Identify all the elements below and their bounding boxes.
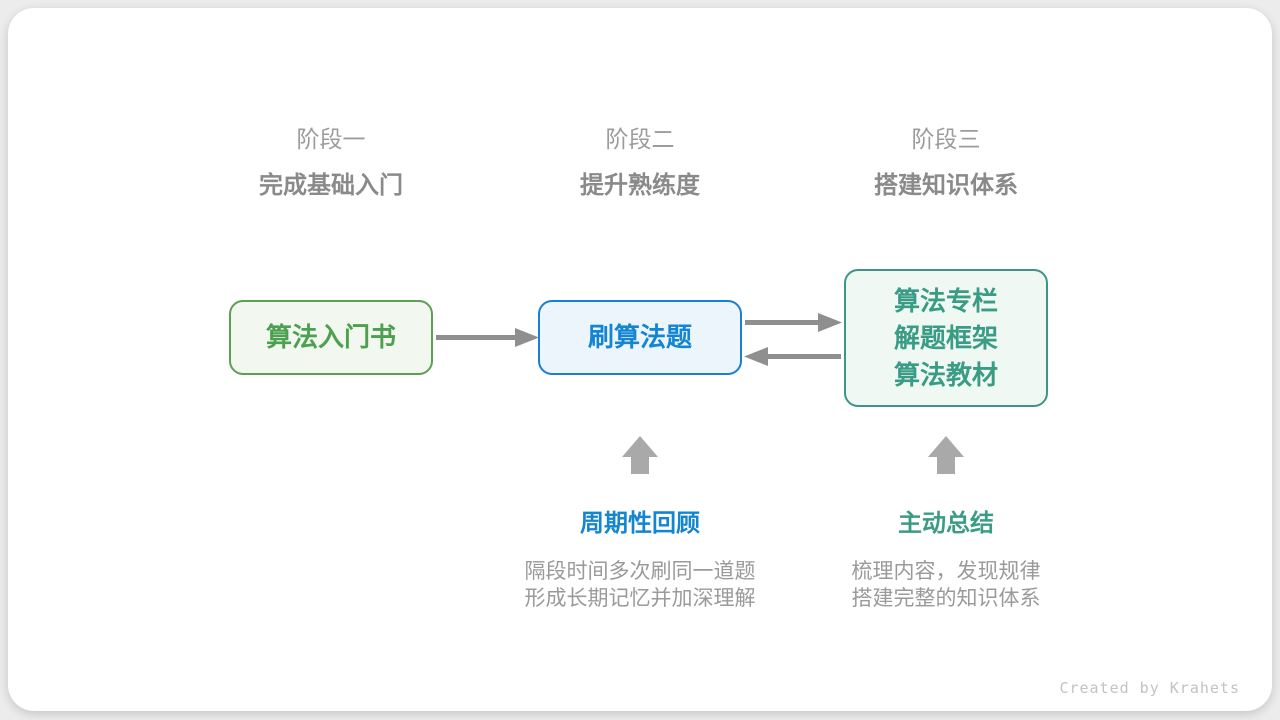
callout-periodic-review-desc-line-2: 形成长期记忆并加深理解 bbox=[524, 587, 756, 610]
node-practice-problems: 刷算法题 bbox=[538, 300, 742, 375]
node-practice-problems-label: 刷算法题 bbox=[587, 322, 692, 352]
callout-periodic-review: 周期性回顾 隔段时间多次刷同一道题 形成长期记忆并加深理解 bbox=[470, 508, 810, 612]
node-resources-line-2: 解题框架 bbox=[893, 322, 998, 353]
stage-3-subtitle: 搭建知识体系 bbox=[874, 172, 1018, 199]
callout-active-summary: 主动总结 梳理内容，发现规律 搭建完整的知识体系 bbox=[776, 508, 1116, 612]
node-resources-line-1: 算法专栏 bbox=[893, 285, 998, 316]
arrow-resources-to-practice bbox=[744, 347, 841, 366]
stage-column-3: 阶段三 搭建知识体系 bbox=[786, 124, 1106, 201]
stage-2-label: 阶段二 bbox=[605, 126, 675, 152]
node-algo-intro-book: 算法入门书 bbox=[229, 300, 433, 375]
credit-text: Created by Krahets bbox=[1059, 679, 1240, 697]
callout-active-summary-desc-line-2: 搭建完整的知识体系 bbox=[851, 587, 1041, 610]
stage-3-label: 阶段三 bbox=[911, 126, 981, 152]
stage-1-label: 阶段一 bbox=[296, 126, 366, 152]
callout-periodic-review-title: 周期性回顾 bbox=[580, 510, 700, 537]
stage-column-2: 阶段二 提升熟练度 bbox=[480, 124, 800, 201]
callout-active-summary-desc-line-1: 梳理内容，发现规律 bbox=[851, 560, 1041, 583]
node-knowledge-resources: 算法专栏 解题框架 算法教材 bbox=[844, 269, 1048, 407]
node-resources-line-3: 算法教材 bbox=[893, 359, 998, 390]
callout-active-summary-title: 主动总结 bbox=[898, 510, 994, 537]
callout-active-summary-desc: 梳理内容，发现规律 搭建完整的知识体系 bbox=[776, 558, 1116, 612]
callout-periodic-review-desc-line-1: 隔段时间多次刷同一道题 bbox=[524, 560, 756, 583]
node-algo-intro-book-label: 算法入门书 bbox=[265, 322, 396, 352]
stage-column-1: 阶段一 完成基础入门 bbox=[171, 124, 491, 201]
stage-1-subtitle: 完成基础入门 bbox=[259, 172, 403, 199]
arrow-practice-to-resources bbox=[745, 313, 842, 332]
arrow-book-to-practice bbox=[436, 328, 539, 347]
up-arrow-review-icon bbox=[622, 436, 658, 474]
callout-periodic-review-desc: 隔段时间多次刷同一道题 形成长期记忆并加深理解 bbox=[470, 558, 810, 612]
stage-2-subtitle: 提升熟练度 bbox=[580, 172, 700, 199]
up-arrow-summary-icon bbox=[928, 436, 964, 474]
